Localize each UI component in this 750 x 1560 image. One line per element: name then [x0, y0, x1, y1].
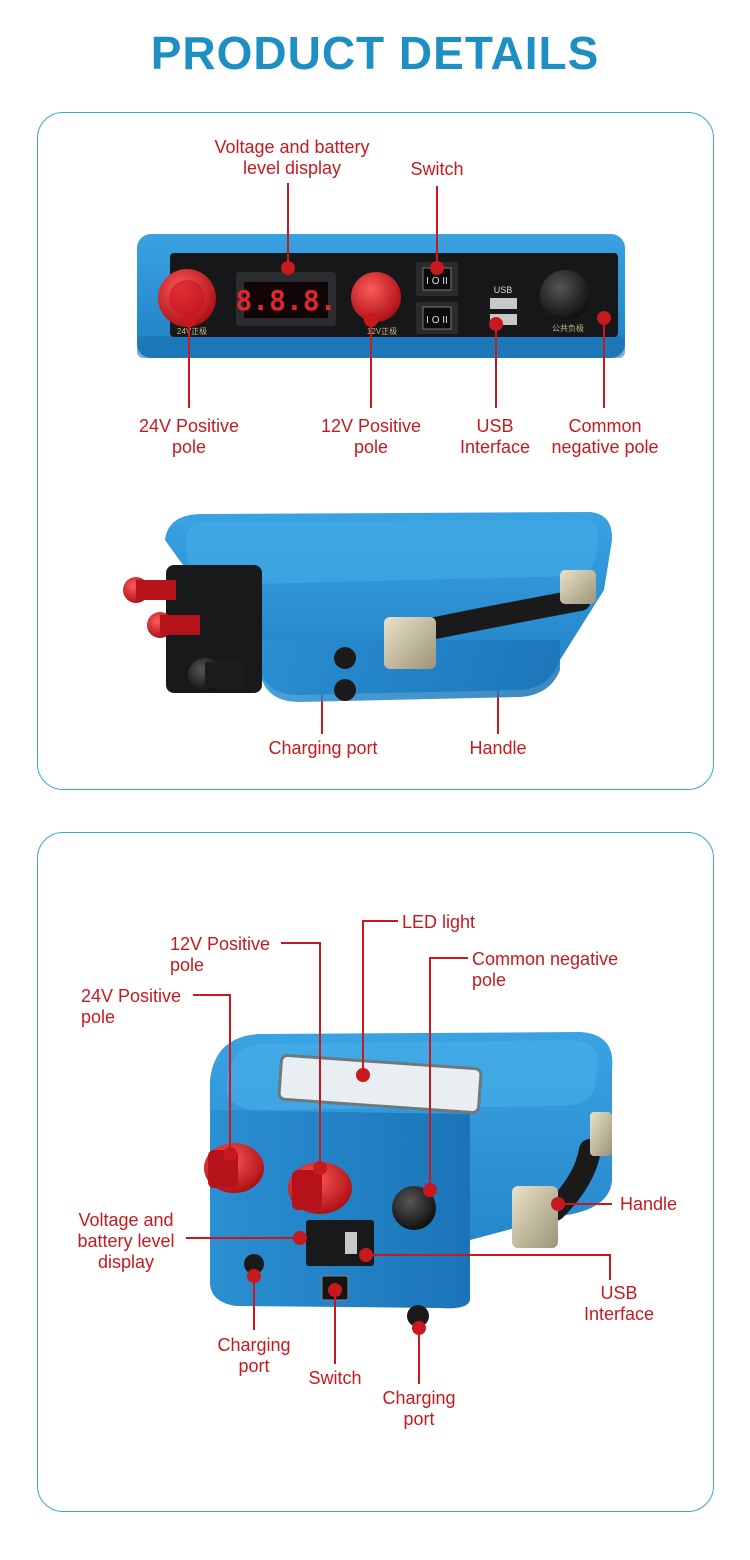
- device-front-view: 8.8.8. 24V正极 12V正极 I O II I O II USB: [137, 234, 625, 358]
- svg-text:I O II: I O II: [426, 315, 448, 326]
- device-common-negative: 公共负极: [540, 270, 590, 333]
- device-usb-mark: USB: [494, 285, 513, 295]
- bottom-leader-lines: [186, 920, 612, 1384]
- label-24v-positive-top: 24V Positive pole: [138, 416, 240, 457]
- device-24v-mark: 24V正极: [177, 326, 207, 336]
- label-switch-top: Switch: [410, 159, 464, 179]
- label-charging-port-top: Charging port: [268, 738, 378, 758]
- label-voltage-display-top: Voltage and battery level display: [214, 137, 370, 178]
- device-24v-pole: 24V正极: [158, 269, 216, 336]
- svg-text:I O II: I O II: [426, 276, 448, 287]
- label-common-negative-top: Common negative pole: [551, 416, 659, 457]
- label-charging-port-left: Charging port: [217, 1335, 291, 1376]
- page-title: PRODUCT DETAILS: [150, 27, 600, 79]
- device-bottom-view: [204, 1032, 613, 1327]
- display-digits: 8.8.8.: [235, 284, 336, 317]
- label-usb-top: USB Interface: [459, 416, 531, 457]
- label-voltage-display-bottom: Voltage and battery level display: [77, 1210, 175, 1272]
- label-handle-top: Handle: [469, 738, 527, 758]
- label-24v-positive-bottom: 24V Positive pole: [81, 986, 182, 1027]
- label-12v-positive-bottom: 12V Positive pole: [170, 934, 271, 975]
- label-12v-positive-top: 12V Positive pole: [320, 416, 422, 457]
- device-12v-pole: 12V正极: [351, 272, 401, 336]
- device-usb-ports: USB: [490, 285, 517, 325]
- device-common-neg-mark: 公共负极: [552, 323, 584, 333]
- label-common-negative-bottom: Common negative pole: [472, 949, 619, 990]
- device-switches: I O II I O II: [416, 262, 458, 334]
- label-led-light: LED light: [402, 912, 476, 932]
- device-angled-view: [123, 512, 613, 702]
- voltage-display: 8.8.8.: [235, 272, 337, 326]
- label-switch-bottom: Switch: [308, 1368, 362, 1388]
- label-usb-bottom: USB Interface: [583, 1283, 655, 1324]
- device-12v-mark: 12V正极: [367, 326, 397, 336]
- label-handle-bottom: Handle: [620, 1194, 678, 1214]
- label-charging-port-right: Charging port: [382, 1388, 456, 1429]
